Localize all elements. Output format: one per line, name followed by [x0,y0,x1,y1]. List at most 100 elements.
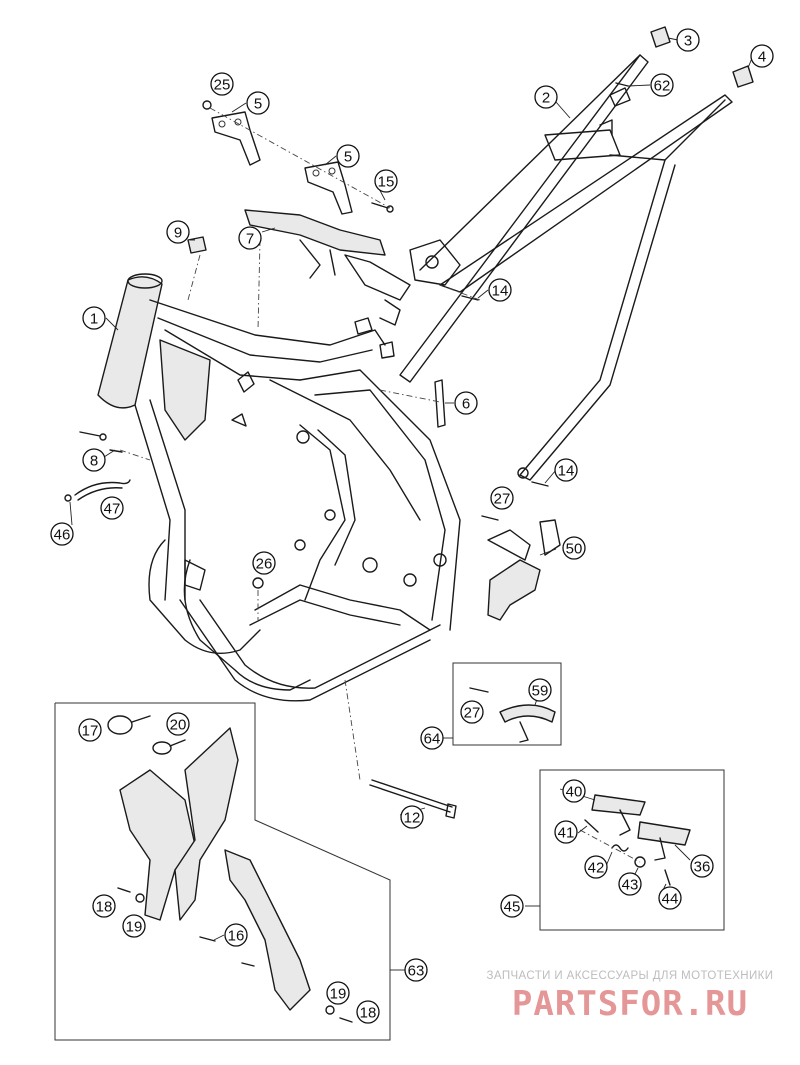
callout-label: 5 [344,149,352,166]
callout-circle [554,458,578,482]
callout-label: 19 [330,986,347,1003]
callout-18: 18 [356,1000,380,1024]
callout-4: 4 [750,44,774,68]
spring-42 [611,844,629,852]
callout-circle [562,779,586,803]
callout-label: 63 [408,963,425,980]
kit-box-45 [539,769,725,931]
callout-circle [50,522,74,546]
callout-label: 16 [228,928,245,945]
callout-label: 9 [174,225,182,242]
callout-label: 1 [90,311,98,328]
callout-circle [246,91,270,115]
callout-label: 25 [214,77,231,94]
callout-label: 26 [256,556,273,573]
callout-label: 64 [424,731,441,748]
callout-label: 43 [622,877,639,894]
bolt-27-kit [469,687,489,693]
callout-12: 12 [400,805,424,829]
callout-label: 62 [654,78,671,95]
callout-circle [500,894,524,918]
callout-layer: 1234556789121414151617181819192025262727… [50,28,774,1024]
screw-16 [199,936,216,942]
callout-circle [122,914,146,938]
main-frame [97,273,461,702]
callout-18: 18 [92,894,116,918]
callout-label: 59 [532,683,549,700]
watermark-tagline: ЗАПЧАСТИ И АКСЕССУАРЫ ДЛЯ МОТОТЕХНИКИ [486,970,774,982]
callout-label: 45 [504,899,521,916]
callout-circle [584,855,608,879]
callout-label: 42 [588,860,605,877]
callout-label: 40 [566,784,583,801]
callout-circle [336,144,360,168]
bolt-8 [79,431,101,437]
cotter-44 [664,869,671,886]
callout-circle [326,981,350,1005]
end-cap-3 [732,65,754,88]
nut-25 [202,100,212,110]
callout-circle [750,44,774,68]
callout-label: 36 [694,859,711,876]
callout-19: 19 [122,914,146,938]
hose-47 [74,479,131,496]
clip-46 [64,494,72,502]
screw-62 [615,82,629,87]
cable-tie-20 [152,741,172,755]
callout-circle [166,220,190,244]
callout-circle [454,391,478,415]
callout-circle [676,28,700,52]
callout-label: 5 [254,96,262,113]
engine-guard-7 [244,209,386,256]
callout-circle [82,306,106,330]
callout-circle [534,85,558,109]
callout-27: 27 [460,700,484,724]
callout-circle [166,712,190,736]
callout-50: 50 [562,536,586,560]
callout-label: 8 [90,453,98,470]
callout-circle [690,854,714,878]
callout-circle [490,486,514,510]
callout-label: 7 [246,231,254,248]
callout-circle [210,72,234,96]
callout-64: 64 [420,726,444,750]
assembly-lines [119,107,641,863]
frame-guard-left [119,769,196,921]
callout-20: 20 [166,712,190,736]
callout-42: 42 [584,855,608,879]
subframe [399,54,733,481]
callout-label: 18 [360,1005,377,1022]
callout-circle [460,700,484,724]
screw-18-upper [117,887,131,893]
pin-41 [584,819,599,833]
frame-guard-lower [224,849,311,1011]
callout-14: 14 [554,458,578,482]
bolt-14-upper [461,295,479,301]
callout-label: 46 [54,527,71,544]
end-cap-4 [650,26,671,48]
callout-26: 26 [252,551,276,575]
footrest-40 [591,794,646,816]
cable-tie-17 [107,715,133,735]
callout-2: 2 [534,85,558,109]
callout-label: 19 [126,919,143,936]
callout-63: 63 [404,958,428,982]
callout-label: 27 [464,705,481,722]
callout-59: 59 [528,678,552,702]
callout-19: 19 [326,981,350,1005]
kit-box-63 [54,702,391,1041]
callout-circle [82,448,106,472]
bolt-27 [481,515,499,521]
callout-6: 6 [454,391,478,415]
callout-label: 2 [542,90,550,107]
callout-circle [92,894,116,918]
callout-41: 41 [554,820,578,844]
callout-45: 45 [500,894,524,918]
callout-circle [78,718,102,742]
callout-40: 40 [562,779,586,803]
callout-label: 41 [558,825,575,842]
chain-guide-59 [499,704,556,723]
callout-14: 14 [488,278,512,302]
callout-46: 46 [50,522,74,546]
